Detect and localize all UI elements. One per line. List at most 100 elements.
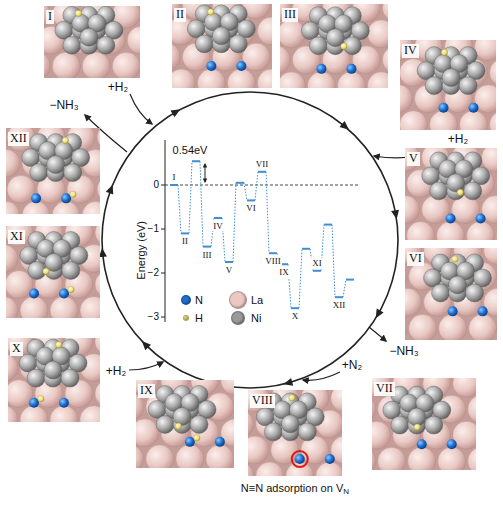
n-atom [59, 398, 69, 408]
n-atom [29, 398, 39, 408]
h-atom [70, 191, 76, 197]
energy-level [225, 261, 233, 263]
la-atom [95, 226, 100, 247]
ni-atom [466, 284, 484, 302]
energy-level [203, 246, 211, 248]
level-label: VIII [264, 256, 282, 266]
h-atom [43, 268, 49, 274]
la-atom [469, 314, 497, 340]
ni-atom [447, 174, 465, 192]
n-atom [215, 437, 225, 447]
energy-level [269, 252, 277, 254]
la-atom [80, 406, 100, 422]
energy-level [291, 307, 299, 309]
energy-connector [332, 225, 335, 298]
level-label: VI [245, 203, 257, 213]
h-atom [68, 286, 74, 292]
highlight-ring [292, 451, 308, 467]
caption-subscript: N [343, 487, 349, 496]
level-label: X [291, 311, 300, 321]
ni-atom [408, 408, 426, 426]
la-atom [280, 46, 290, 74]
energy-connector [299, 249, 302, 308]
ni-atom [298, 423, 316, 441]
h-atom [341, 43, 347, 49]
ni-atom [449, 276, 467, 294]
leader-arrow [369, 327, 386, 341]
la-atom [136, 419, 159, 447]
h-atom [175, 423, 181, 429]
energy-level [258, 171, 266, 173]
la-atom [82, 201, 100, 214]
tick-label: −2 [148, 267, 159, 279]
legend-text: N [195, 294, 203, 307]
energy-connector [343, 280, 346, 298]
la-atom [136, 445, 144, 468]
h-atom [56, 342, 62, 348]
ni-atom [391, 416, 409, 434]
ni-atom [64, 164, 82, 182]
n-atom [468, 103, 478, 113]
n-atom [185, 437, 195, 447]
legend-swatch [231, 311, 245, 325]
la-atom [248, 410, 254, 438]
energy-connector [200, 161, 203, 246]
la-atom [474, 40, 496, 61]
cycle-arrowhead [391, 210, 399, 220]
tick-label: 0 [153, 179, 159, 191]
axis-tick [161, 185, 165, 186]
state-numeral: VII [374, 382, 395, 396]
ni-atom [27, 369, 45, 387]
la-atom [437, 222, 465, 240]
n-atom [325, 454, 335, 464]
energy-level [214, 217, 222, 219]
la-atom [8, 354, 18, 382]
la-atom [197, 69, 225, 88]
ni-atom [80, 28, 98, 46]
h-atom [289, 395, 295, 401]
energy-level [313, 270, 321, 272]
ni-atom [62, 261, 80, 279]
cycle-arrowhead [142, 341, 151, 350]
legend-text: Ni [251, 312, 261, 325]
la-atom [20, 406, 48, 422]
ni-atom [264, 423, 282, 441]
la-atom [372, 421, 391, 449]
zero-line [165, 185, 358, 186]
step-label: −NH₃ [49, 99, 78, 113]
level-label: II [181, 236, 189, 246]
la-atom [489, 59, 496, 87]
la-atom [95, 338, 100, 356]
la-atom [405, 196, 420, 224]
la-atom [221, 380, 234, 395]
axis-title: Energy (eV) [135, 221, 148, 280]
la-atom [484, 248, 497, 264]
energy-level [346, 279, 354, 281]
level-label: I [172, 172, 177, 182]
la-atom [6, 201, 20, 214]
atomic-structure [172, 4, 272, 88]
structure-panel: VII [372, 378, 476, 470]
la-atom [20, 297, 48, 318]
cycle-arrowhead [284, 378, 294, 386]
energy-level [335, 296, 343, 298]
energy-level [236, 182, 244, 184]
la-atom [429, 111, 457, 130]
energy-axis [165, 140, 166, 322]
la-atom [52, 52, 80, 78]
la-atom [6, 149, 20, 177]
la-atom [44, 52, 50, 78]
step-label: +H₂ [106, 365, 126, 379]
step-label: +H₂ [108, 81, 128, 95]
leader-arrow [303, 372, 340, 380]
energy-profile [161, 140, 358, 322]
energy-level [247, 199, 255, 201]
state-numeral: III [282, 8, 298, 22]
la-atom [248, 436, 269, 464]
energy-connector [233, 183, 236, 262]
step-label: +N₂ [342, 359, 362, 373]
legend-swatch [229, 291, 247, 309]
ni-atom [432, 284, 450, 302]
la-atom [438, 447, 466, 470]
ni-atom [195, 35, 213, 53]
